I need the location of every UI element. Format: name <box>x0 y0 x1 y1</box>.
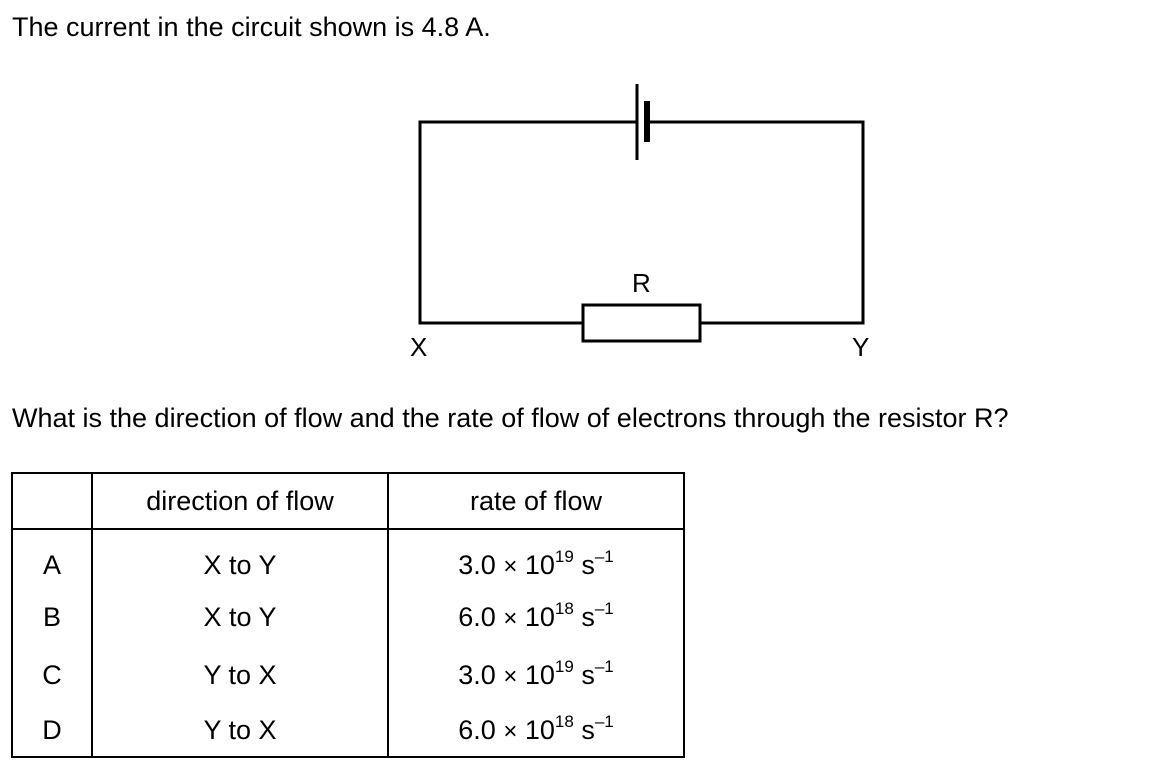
times-sign: × <box>503 552 518 580</box>
rate-base: 10 <box>524 601 555 632</box>
answer-options-table: direction of flow rate of flow A X to Y … <box>11 472 685 758</box>
unit-exponent: –1 <box>594 598 614 618</box>
wire-top-left <box>418 120 636 325</box>
header-direction: direction of flow <box>92 472 389 530</box>
circuit-diagram: R X Y <box>410 84 869 362</box>
rate-unit: s <box>581 659 595 690</box>
terminal-x-label: X <box>410 332 427 362</box>
rate-base: 10 <box>524 714 555 745</box>
option-rate: 3.0 × 1019 s–1 <box>388 529 685 588</box>
resistor-icon <box>581 303 702 343</box>
table-row: C Y to X 3.0 × 1019 s–1 <box>11 646 685 704</box>
rate-base: 10 <box>524 549 555 580</box>
option-direction: X to Y <box>92 529 389 588</box>
option-direction: Y to X <box>92 704 389 758</box>
rate-mantissa: 6.0 <box>458 601 496 632</box>
rate-exponent: 18 <box>554 598 574 618</box>
unit-exponent: –1 <box>594 656 614 676</box>
option-letter: B <box>11 588 93 646</box>
rate-mantissa: 3.0 <box>458 659 496 690</box>
rate-unit: s <box>581 549 595 580</box>
header-rate: rate of flow <box>388 472 685 530</box>
rate-exponent: 19 <box>554 656 574 676</box>
times-sign: × <box>503 662 518 690</box>
question-text: What is the direction of flow and the ra… <box>12 403 1009 433</box>
option-rate: 6.0 × 1018 s–1 <box>388 588 685 646</box>
unit-exponent: –1 <box>594 546 614 566</box>
table-row: D Y to X 6.0 × 1018 s–1 <box>11 704 685 758</box>
times-sign: × <box>503 717 518 745</box>
option-rate: 3.0 × 1019 s–1 <box>388 646 685 704</box>
option-direction: Y to X <box>92 646 389 704</box>
option-letter: D <box>11 704 93 758</box>
rate-unit: s <box>581 714 595 745</box>
option-rate: 6.0 × 1018 s–1 <box>388 704 685 758</box>
circuit-wires <box>418 120 865 325</box>
option-letter: A <box>11 529 93 588</box>
rate-exponent: 19 <box>554 546 574 566</box>
rate-mantissa: 3.0 <box>458 549 496 580</box>
rate-exponent: 18 <box>554 711 574 731</box>
rate-mantissa: 6.0 <box>458 714 496 745</box>
rate-unit: s <box>581 601 595 632</box>
cell-icon <box>635 84 650 160</box>
option-letter: C <box>11 646 93 704</box>
table-header-row: direction of flow rate of flow <box>11 472 685 530</box>
unit-exponent: –1 <box>594 711 614 731</box>
option-direction: X to Y <box>92 588 389 646</box>
wire-top-right <box>647 120 865 325</box>
table-row: A X to Y 3.0 × 1019 s–1 <box>11 529 685 588</box>
rate-base: 10 <box>524 659 555 690</box>
resistor-label: R <box>632 268 651 298</box>
table-row: B X to Y 6.0 × 1018 s–1 <box>11 588 685 646</box>
terminal-y-label: Y <box>852 332 869 362</box>
header-letter <box>11 472 93 530</box>
question-intro: The current in the circuit shown is 4.8 … <box>12 12 491 42</box>
times-sign: × <box>503 604 518 632</box>
